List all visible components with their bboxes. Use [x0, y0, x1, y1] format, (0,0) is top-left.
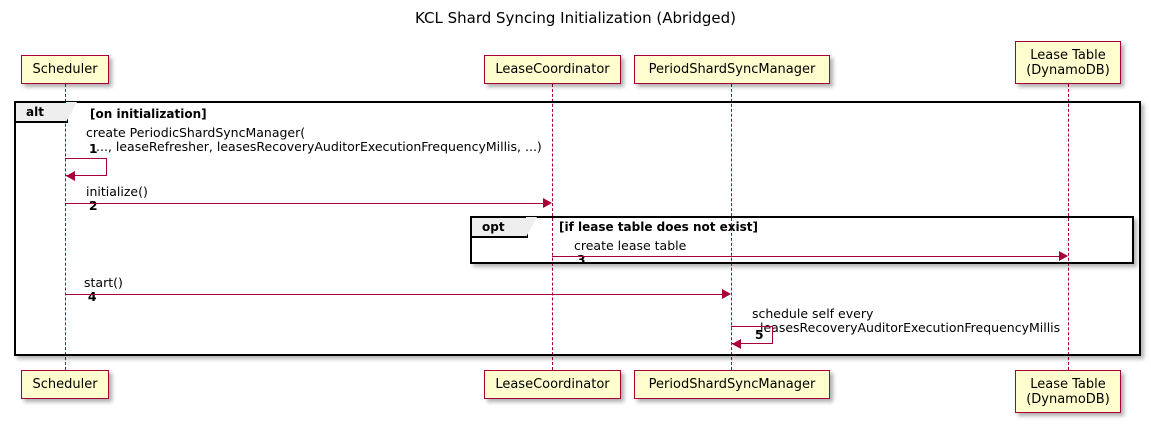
message-2-arrow-head — [543, 198, 552, 208]
message-5-self-loop — [731, 326, 773, 344]
message-5-label-line2: leasesRecoveryAuditorExecutionFrequencyM… — [760, 320, 1061, 335]
fragment-opt-condition: [if lease table does not exist] — [559, 220, 759, 234]
message-3-label: create lease table — [574, 238, 687, 253]
message-4-line — [65, 294, 723, 295]
message-3-line — [552, 256, 1060, 257]
message-4-number: 4 — [87, 289, 97, 304]
participant-scheduler-bottom[interactable]: Scheduler — [21, 370, 109, 399]
fragment-alt — [14, 101, 1141, 356]
fragment-opt-operator: opt — [472, 217, 537, 238]
message-1-number: 1 — [88, 141, 98, 156]
fragment-opt — [470, 216, 1134, 264]
message-2-number: 2 — [88, 198, 98, 213]
fragment-alt-operator: alt — [16, 102, 77, 123]
participant-lease-table-top[interactable]: Lease Table (DynamoDB) — [1015, 41, 1121, 84]
participant-lease-coordinator-bottom[interactable]: LeaseCoordinator — [484, 370, 621, 399]
participant-period-shard-sync-manager-bottom[interactable]: PeriodShardSyncManager — [634, 370, 830, 399]
page-title: KCL Shard Syncing Initialization (Abridg… — [415, 9, 736, 27]
message-1-label-line1: create PeriodicShardSyncManager( — [86, 125, 306, 140]
lifeline-lease-table — [1068, 84, 1069, 370]
message-1-label-line2: ..., leaseRefresher, leasesRecoveryAudit… — [96, 139, 542, 154]
fragment-alt-condition: [on initialization] — [90, 107, 207, 121]
participant-lease-table-bottom[interactable]: Lease Table (DynamoDB) — [1015, 370, 1121, 413]
message-1-arrow-head — [66, 171, 75, 181]
message-4-label: start() — [84, 275, 123, 290]
participant-scheduler-top[interactable]: Scheduler — [21, 55, 109, 84]
message-5-label-line1: schedule self every — [752, 306, 874, 321]
message-1-self-loop — [65, 158, 107, 176]
message-2-line — [65, 203, 544, 204]
message-4-arrow-head — [722, 289, 731, 299]
lifeline-scheduler — [65, 84, 66, 370]
message-2-label: initialize() — [86, 184, 148, 199]
message-5-number: 5 — [754, 327, 764, 342]
lifeline-period-shard-sync-manager — [731, 84, 732, 370]
participant-period-shard-sync-manager-top[interactable]: PeriodShardSyncManager — [634, 55, 830, 84]
message-3-number: 3 — [576, 252, 586, 267]
message-3-arrow-head — [1059, 251, 1068, 261]
lifeline-lease-coordinator — [552, 84, 553, 370]
participant-lease-coordinator-top[interactable]: LeaseCoordinator — [484, 55, 621, 84]
message-5-arrow-head — [732, 339, 741, 349]
